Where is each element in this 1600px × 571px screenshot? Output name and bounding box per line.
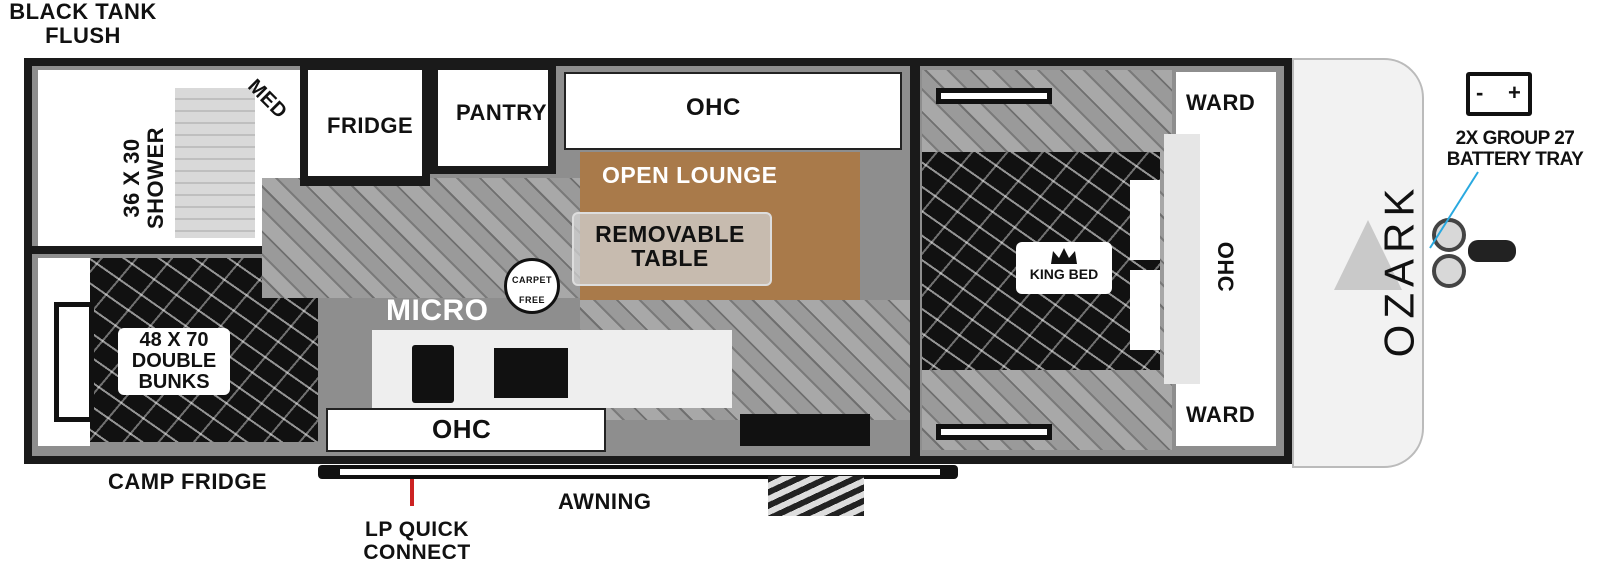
bedroom-divider-wall [910,66,920,456]
bunks-line2: DOUBLE [131,350,217,372]
ward-bottom-label: WARD [1186,402,1256,427]
king-bed-label: KING BED [1016,242,1112,294]
battery-icon [1466,72,1532,116]
fridge-label: FRIDGE [327,113,414,138]
nightstand-upper [1130,180,1160,260]
hitch-coupler-icon [1468,240,1516,262]
ohc-kitchen-cabinet [326,408,606,452]
ohc-bedroom-label: OHC [1213,241,1239,293]
pantry [438,70,548,166]
carpet-free-line2: FREE [518,295,545,305]
ozark-brand: OZARK [1375,182,1423,358]
lp-quick-connect-line2: CONNECT [363,541,471,564]
lp-quick-connect-line1: LP QUICK [365,518,469,541]
shower-line2: SHOWER [143,127,168,229]
wardrobe-side-panel [1164,134,1200,384]
bedroom-window-top [936,88,1052,104]
removable-table-label: REMOVABLE TABLE [574,222,766,270]
pantry-label: PANTRY [456,100,547,125]
black-tank-flush-line2: FLUSH [45,23,121,48]
lp-quick-connect-label: LP QUICK CONNECT [350,518,484,564]
ohc-kitchen-label: OHC [432,414,492,444]
nightstand-lower [1130,270,1160,350]
cooktop [412,345,454,403]
ward-bottom-cabinet [1176,384,1276,446]
kitchen-sink [494,348,568,398]
shower-line1: 36 X 30 [119,138,144,218]
crown-icon [1051,248,1077,264]
carpet-free-line1: CARPET [511,275,552,285]
ward-top-cabinet [1176,72,1276,134]
removable-table [572,212,772,286]
bunks-line1: 48 X 70 [139,329,209,351]
ohc-top-label: OHC [686,94,741,121]
battery-minus-symbol: - [1476,80,1484,105]
entry-step [740,414,870,446]
battery-plus-symbol: + [1508,80,1522,105]
camp-fridge-label: CAMP FRIDGE [108,469,268,494]
shower-room [38,70,300,246]
shower-label: 36 X 30 SHOWER [119,108,168,248]
propane-tank-icon [1432,218,1466,252]
carpet-free-badge [504,258,560,314]
ward-top-label: WARD [1186,90,1256,115]
bunk-window [54,302,94,422]
king-bed-text: KING BED [1029,266,1099,282]
bunks-label: 48 X 70 DOUBLE BUNKS [118,328,230,395]
removable-table-line1: REMOVABLE [595,221,745,247]
bunks-line3: BUNKS [138,371,210,393]
open-lounge-label: OPEN LOUNGE [602,162,778,188]
awning-label: AWNING [558,489,652,514]
battery-tray-line1: 2X GROUP 27 [1455,128,1575,149]
propane-tank-icon-2 [1432,254,1466,288]
ohc-bedroom-cabinet [1200,134,1276,384]
carpet-free-label: CARPET FREE [506,264,558,305]
ohc-top-cabinet [564,72,902,150]
removable-table-line2: TABLE [631,245,709,271]
mountain-logo-icon [1334,220,1402,290]
bedroom-window-bottom [936,424,1052,440]
battery-tray-label: 2X GROUP 27 BATTERY TRAY [1430,128,1600,170]
awning-bar-inner [340,469,940,475]
black-tank-flush-label: BLACK TANK FLUSH [0,0,168,48]
micro-label: MICRO [386,294,489,327]
black-tank-flush-line1: BLACK TANK [9,0,157,24]
shower-rod [175,88,255,238]
fridge [308,70,422,176]
entry-steps-icon [768,476,864,516]
bath-divider-wall [32,246,282,254]
battery-tray-line2: BATTERY TRAY [1446,149,1584,170]
